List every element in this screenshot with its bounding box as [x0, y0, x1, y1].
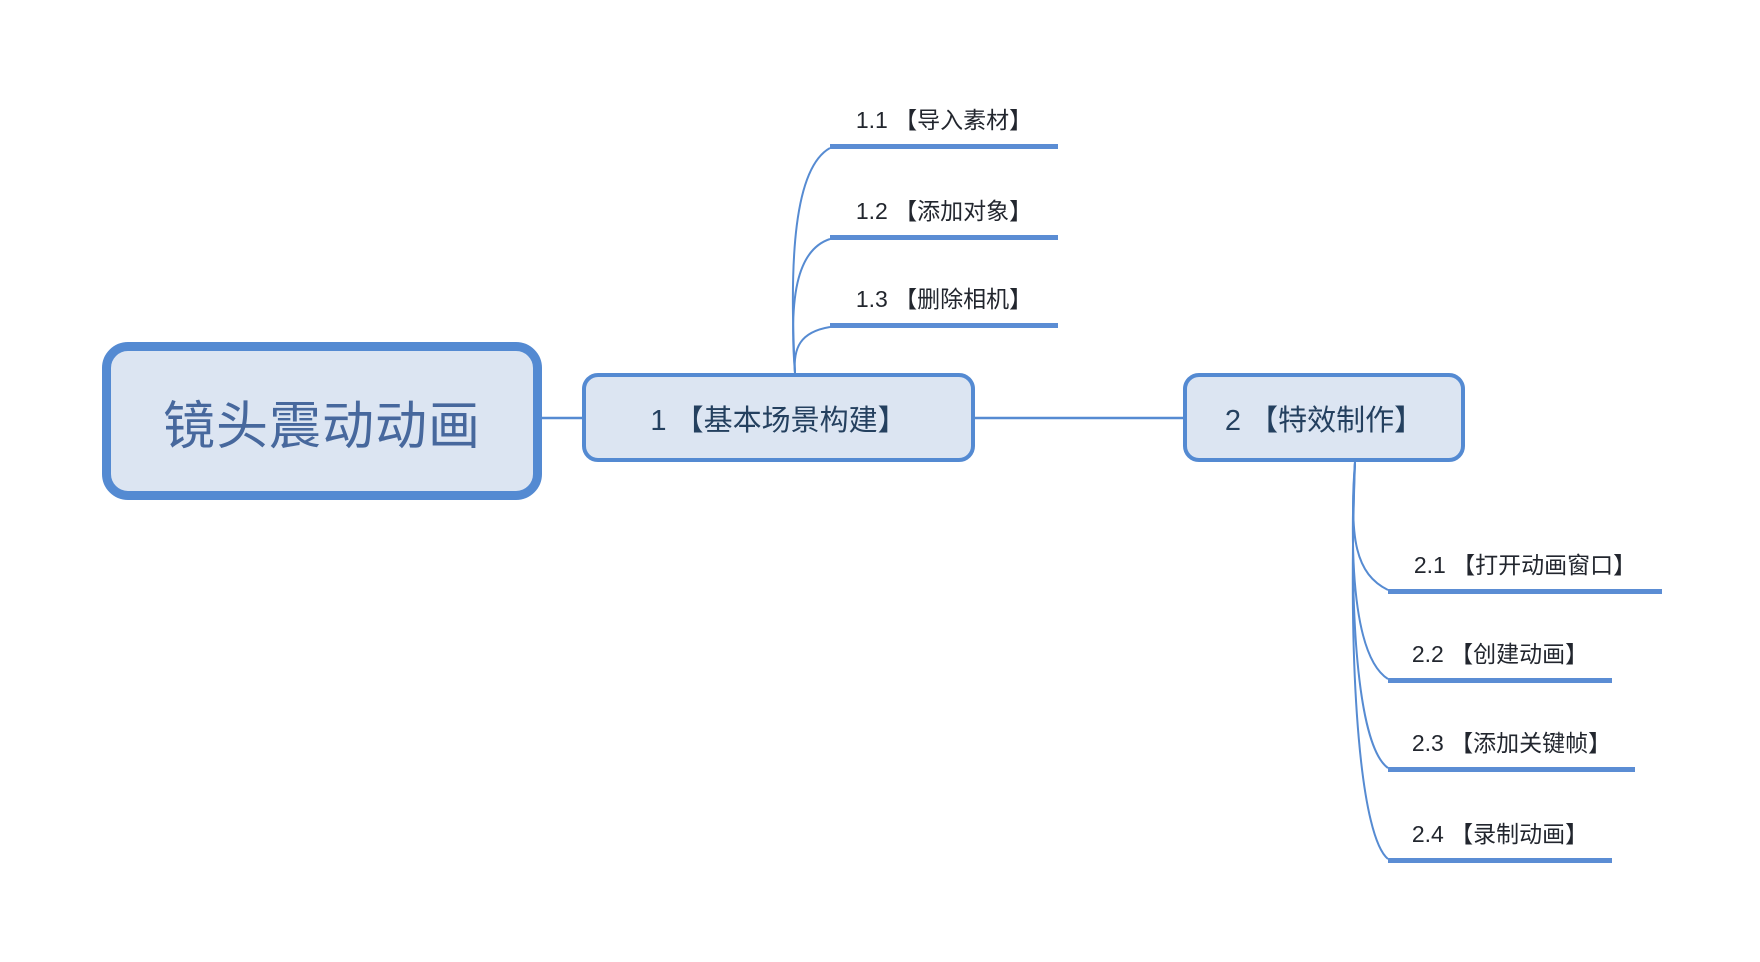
- subtopic-1-3-label: 1.3 【删除相机】: [855, 286, 1033, 312]
- subtopic-2-4[interactable]: 2.4 【录制动画】: [1388, 818, 1612, 863]
- subtopic-2-2[interactable]: 2.2 【创建动画】: [1388, 638, 1612, 683]
- root-topic[interactable]: 镜头震动动画: [102, 342, 542, 500]
- edge-branch1-to-sub11: [791, 147, 831, 374]
- subtopic-2-4-label: 2.4 【录制动画】: [1411, 821, 1589, 847]
- edge-branch2-to-sub21: [1352, 461, 1389, 591]
- subtopic-2-3-label: 2.3 【添加关键帧】: [1411, 730, 1612, 756]
- edge-branch2-to-sub23: [1352, 461, 1389, 769]
- edge-branch2-to-sub24: [1351, 461, 1389, 860]
- edge-branch1-to-sub13: [793, 326, 831, 374]
- subtopic-1-3[interactable]: 1.3 【删除相机】: [830, 283, 1058, 328]
- branch2-topic[interactable]: 2 【特效制作】: [1183, 373, 1465, 462]
- subtopic-1-2[interactable]: 1.2 【添加对象】: [830, 195, 1058, 240]
- branch1-topic-label: 1 【基本场景构建】: [650, 404, 907, 437]
- subtopic-1-1[interactable]: 1.1 【导入素材】: [830, 104, 1058, 149]
- branch1-topic[interactable]: 1 【基本场景构建】: [582, 373, 975, 462]
- edge-branch1-to-sub12: [792, 238, 831, 374]
- subtopic-2-1-label: 2.1 【打开动画窗口】: [1413, 552, 1637, 578]
- subtopic-2-3[interactable]: 2.3 【添加关键帧】: [1388, 727, 1635, 772]
- subtopic-1-1-label: 1.1 【导入素材】: [855, 107, 1033, 133]
- subtopic-2-2-label: 2.2 【创建动画】: [1411, 641, 1589, 667]
- subtopic-1-2-label: 1.2 【添加对象】: [855, 198, 1033, 224]
- root-topic-label: 镜头震动动画: [162, 397, 481, 456]
- subtopic-2-1[interactable]: 2.1 【打开动画窗口】: [1388, 549, 1662, 594]
- branch2-topic-label: 2 【特效制作】: [1224, 404, 1424, 437]
- edge-branch2-to-sub22: [1351, 461, 1389, 680]
